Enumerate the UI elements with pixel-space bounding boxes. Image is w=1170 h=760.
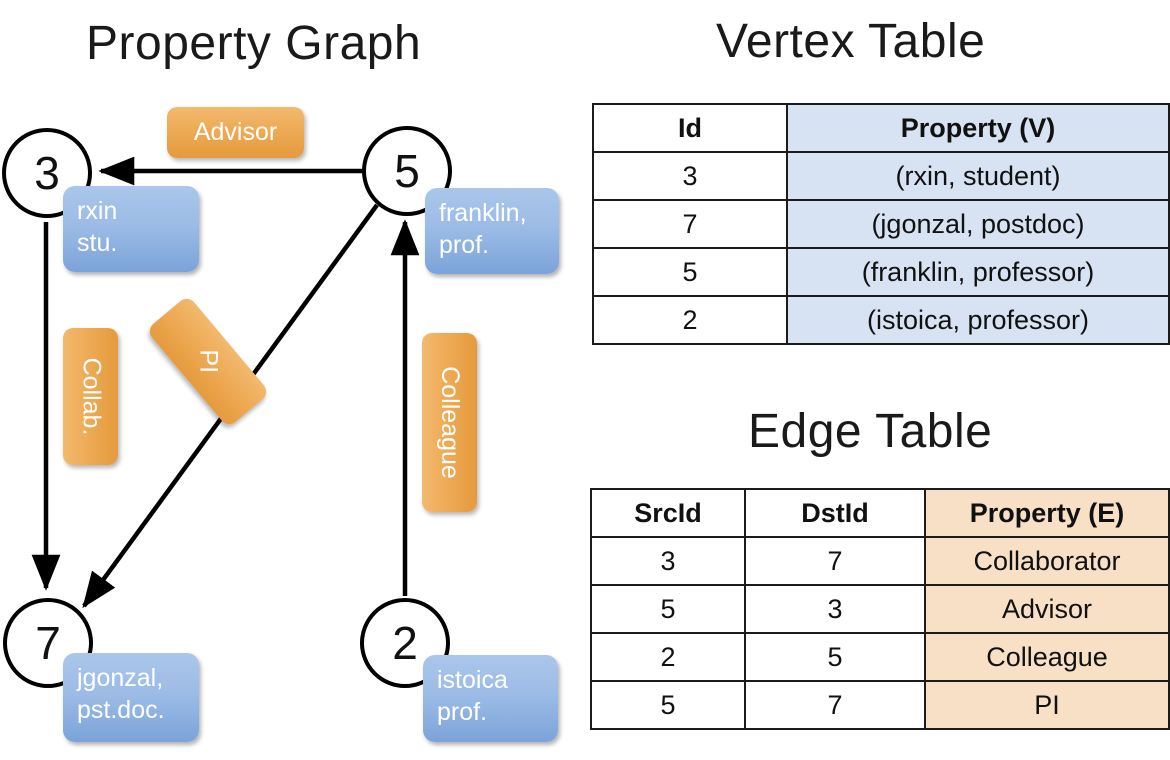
node-property-jgonzal-line2: pst.doc. — [77, 696, 165, 724]
edge-row-1-dstid: 3 — [744, 584, 926, 634]
vertex-table-header-property: Property (V) — [786, 103, 1170, 153]
edge-table-header-row: SrcId DstId Property (E) — [590, 488, 1170, 538]
edge-table-header-dstid: DstId — [744, 488, 926, 538]
section-title-edge-table: Edge Table — [748, 405, 993, 458]
graph-node-2[interactable]: 2 — [360, 598, 450, 688]
node-property-jgonzal-line1: jgonzal, — [77, 664, 164, 692]
edge-table-header-property: Property (E) — [924, 488, 1170, 538]
table-row: 3 (rxin, student) — [592, 151, 1170, 201]
node-property-franklin-line2: prof. — [439, 231, 490, 259]
node-property-box-rxin: rxin stu. — [63, 186, 199, 272]
edge-row-3-dstid: 7 — [744, 680, 926, 730]
vertex-row-1-id: 7 — [592, 199, 788, 249]
edge-row-3-srcid: 5 — [590, 680, 746, 730]
vertex-table-header-row: Id Property (V) — [592, 103, 1170, 153]
node-property-istoica-line2: prof. — [437, 698, 488, 726]
edge-row-1-srcid: 5 — [590, 584, 746, 634]
node-property-rxin-line1: rxin — [77, 197, 118, 225]
edge-table-header-srcid: SrcId — [590, 488, 746, 538]
edge-label-advisor-text: Advisor — [193, 118, 278, 146]
edge-label-colleague: Colleague — [422, 333, 477, 512]
edge-row-2-dstid: 5 — [744, 632, 926, 682]
table-row: 2 (istoica, professor) — [592, 295, 1170, 345]
node-property-franklin-line1: franklin, — [439, 199, 527, 227]
node-property-istoica-line1: istoica — [437, 666, 508, 694]
graph-node-7-label: 7 — [35, 617, 61, 669]
edge-label-collab: Collab. — [63, 328, 118, 465]
node-property-box-jgonzal: jgonzal, pst.doc. — [63, 653, 199, 742]
edge-row-3-property: PI — [924, 680, 1170, 730]
vertex-row-3-property: (istoica, professor) — [786, 295, 1170, 345]
table-row: 5 3 Advisor — [590, 584, 1170, 634]
edge-row-2-srcid: 2 — [590, 632, 746, 682]
table-row: 5 (franklin, professor) — [592, 247, 1170, 297]
node-property-box-franklin: franklin, prof. — [425, 188, 559, 274]
vertex-row-2-property: (franklin, professor) — [786, 247, 1170, 297]
node-property-box-istoica: istoica prof. — [423, 655, 558, 742]
vertex-row-0-id: 3 — [592, 151, 788, 201]
edge-row-2-property: Colleague — [924, 632, 1170, 682]
node-property-rxin-line2: stu. — [77, 229, 118, 257]
edge-label-colleague-text: Colleague — [436, 366, 464, 479]
vertex-row-0-property: (rxin, student) — [786, 151, 1170, 201]
graph-node-5-label: 5 — [394, 145, 420, 197]
edge-label-advisor: Advisor — [167, 107, 304, 158]
edge-row-0-srcid: 3 — [590, 536, 746, 586]
edge-row-0-dstid: 7 — [744, 536, 926, 586]
vertex-table: Id Property (V) 3 (rxin, student) 7 (jgo… — [592, 103, 1170, 345]
section-title-vertex-table: Vertex Table — [716, 15, 986, 68]
vertex-table-header-id: Id — [592, 103, 788, 153]
edge-table-panel: Edge Table — [585, 390, 1170, 760]
edge-row-0-property: Collaborator — [924, 536, 1170, 586]
table-row: 2 5 Colleague — [590, 632, 1170, 682]
table-row: 3 7 Collaborator — [590, 536, 1170, 586]
vertex-row-3-id: 2 — [592, 295, 788, 345]
graph-node-5[interactable]: 5 — [362, 126, 452, 216]
table-row: 7 (jgonzal, postdoc) — [592, 199, 1170, 249]
vertex-table-panel: Vertex Table — [585, 0, 1170, 390]
page-title-property-graph: Property Graph — [86, 17, 422, 70]
edge-label-pi-text: PI — [194, 349, 223, 374]
property-graph-panel: Property Graph 3 5 7 2 — [2, 17, 559, 742]
edge-row-1-property: Advisor — [924, 584, 1170, 634]
graph-node-2-label: 2 — [392, 617, 418, 669]
table-row: 5 7 PI — [590, 680, 1170, 730]
vertex-row-1-property: (jgonzal, postdoc) — [786, 199, 1170, 249]
edge-table: SrcId DstId Property (E) 3 7 Collaborato… — [590, 488, 1170, 730]
graph-node-3-label: 3 — [34, 147, 60, 199]
vertex-row-2-id: 5 — [592, 247, 788, 297]
edge-label-collab-text: Collab. — [77, 357, 106, 436]
